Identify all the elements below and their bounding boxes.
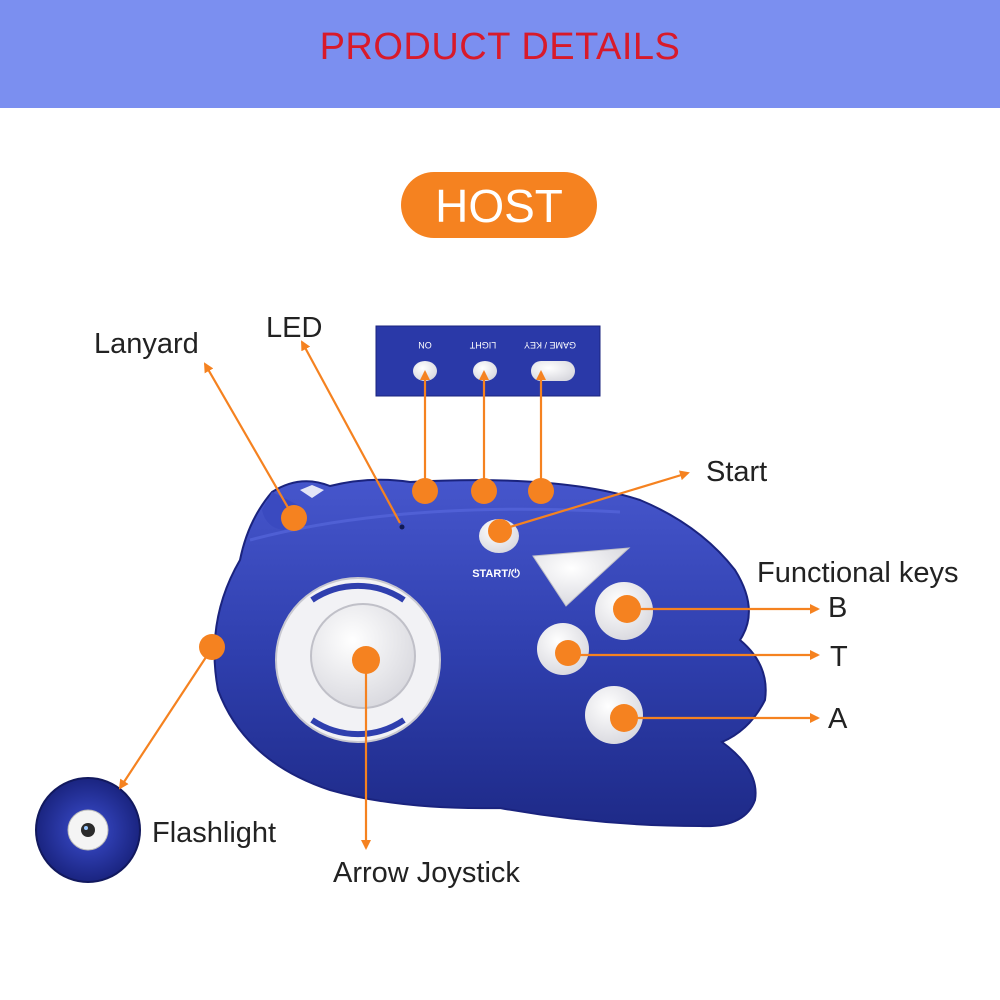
callout-dots <box>199 478 641 732</box>
callout-dot-flashlight <box>199 634 225 660</box>
label-flashlight: Flashlight <box>152 817 277 849</box>
callout-dot-light <box>471 478 497 504</box>
strip-label-game-key: GAME / KEY <box>524 340 576 350</box>
label-a: A <box>828 703 848 735</box>
callout-dot-start <box>488 519 512 543</box>
callout-line-start <box>499 470 690 532</box>
callout-dot-a <box>610 704 638 732</box>
label-functional-keys: Functional keys <box>757 557 959 589</box>
led-indicator <box>399 524 405 530</box>
label-led: LED <box>266 312 323 344</box>
label-b: B <box>828 592 848 624</box>
callout-dot-game-key <box>528 478 554 504</box>
callout-dot-joystick <box>352 646 380 674</box>
callout-dot-b <box>613 595 641 623</box>
switch-strip-panel <box>376 326 600 396</box>
host-badge: HOST <box>401 172 597 238</box>
callout-line-led <box>301 340 401 524</box>
lanyard-hole <box>300 485 324 498</box>
page-title: PRODUCT DETAILS <box>319 26 681 68</box>
label-t: T <box>830 641 848 673</box>
start-label: START/⏻ <box>472 567 520 580</box>
callout-lines <box>118 340 820 850</box>
callout-line-lanyard <box>203 362 295 519</box>
callout-dot-t <box>555 640 581 666</box>
strip-label-on: ON <box>418 340 432 350</box>
callout-dot-on <box>412 478 438 504</box>
game-key-slider <box>531 361 575 381</box>
callout-line-flashlight <box>118 647 213 790</box>
label-arrow-joystick: Arrow Joystick <box>333 857 520 889</box>
switch-strip: ON LIGHT GAME / KEY <box>375 325 601 397</box>
label-lanyard: Lanyard <box>94 328 199 360</box>
strip-label-light: LIGHT <box>469 340 496 350</box>
callout-dot-lanyard <box>281 505 307 531</box>
header-banner: PRODUCT DETAILS <box>0 0 1000 108</box>
label-start: Start <box>706 456 768 488</box>
triangle-key <box>532 547 631 607</box>
flashlight-inset <box>35 777 141 883</box>
host-badge-label: HOST <box>435 180 563 232</box>
